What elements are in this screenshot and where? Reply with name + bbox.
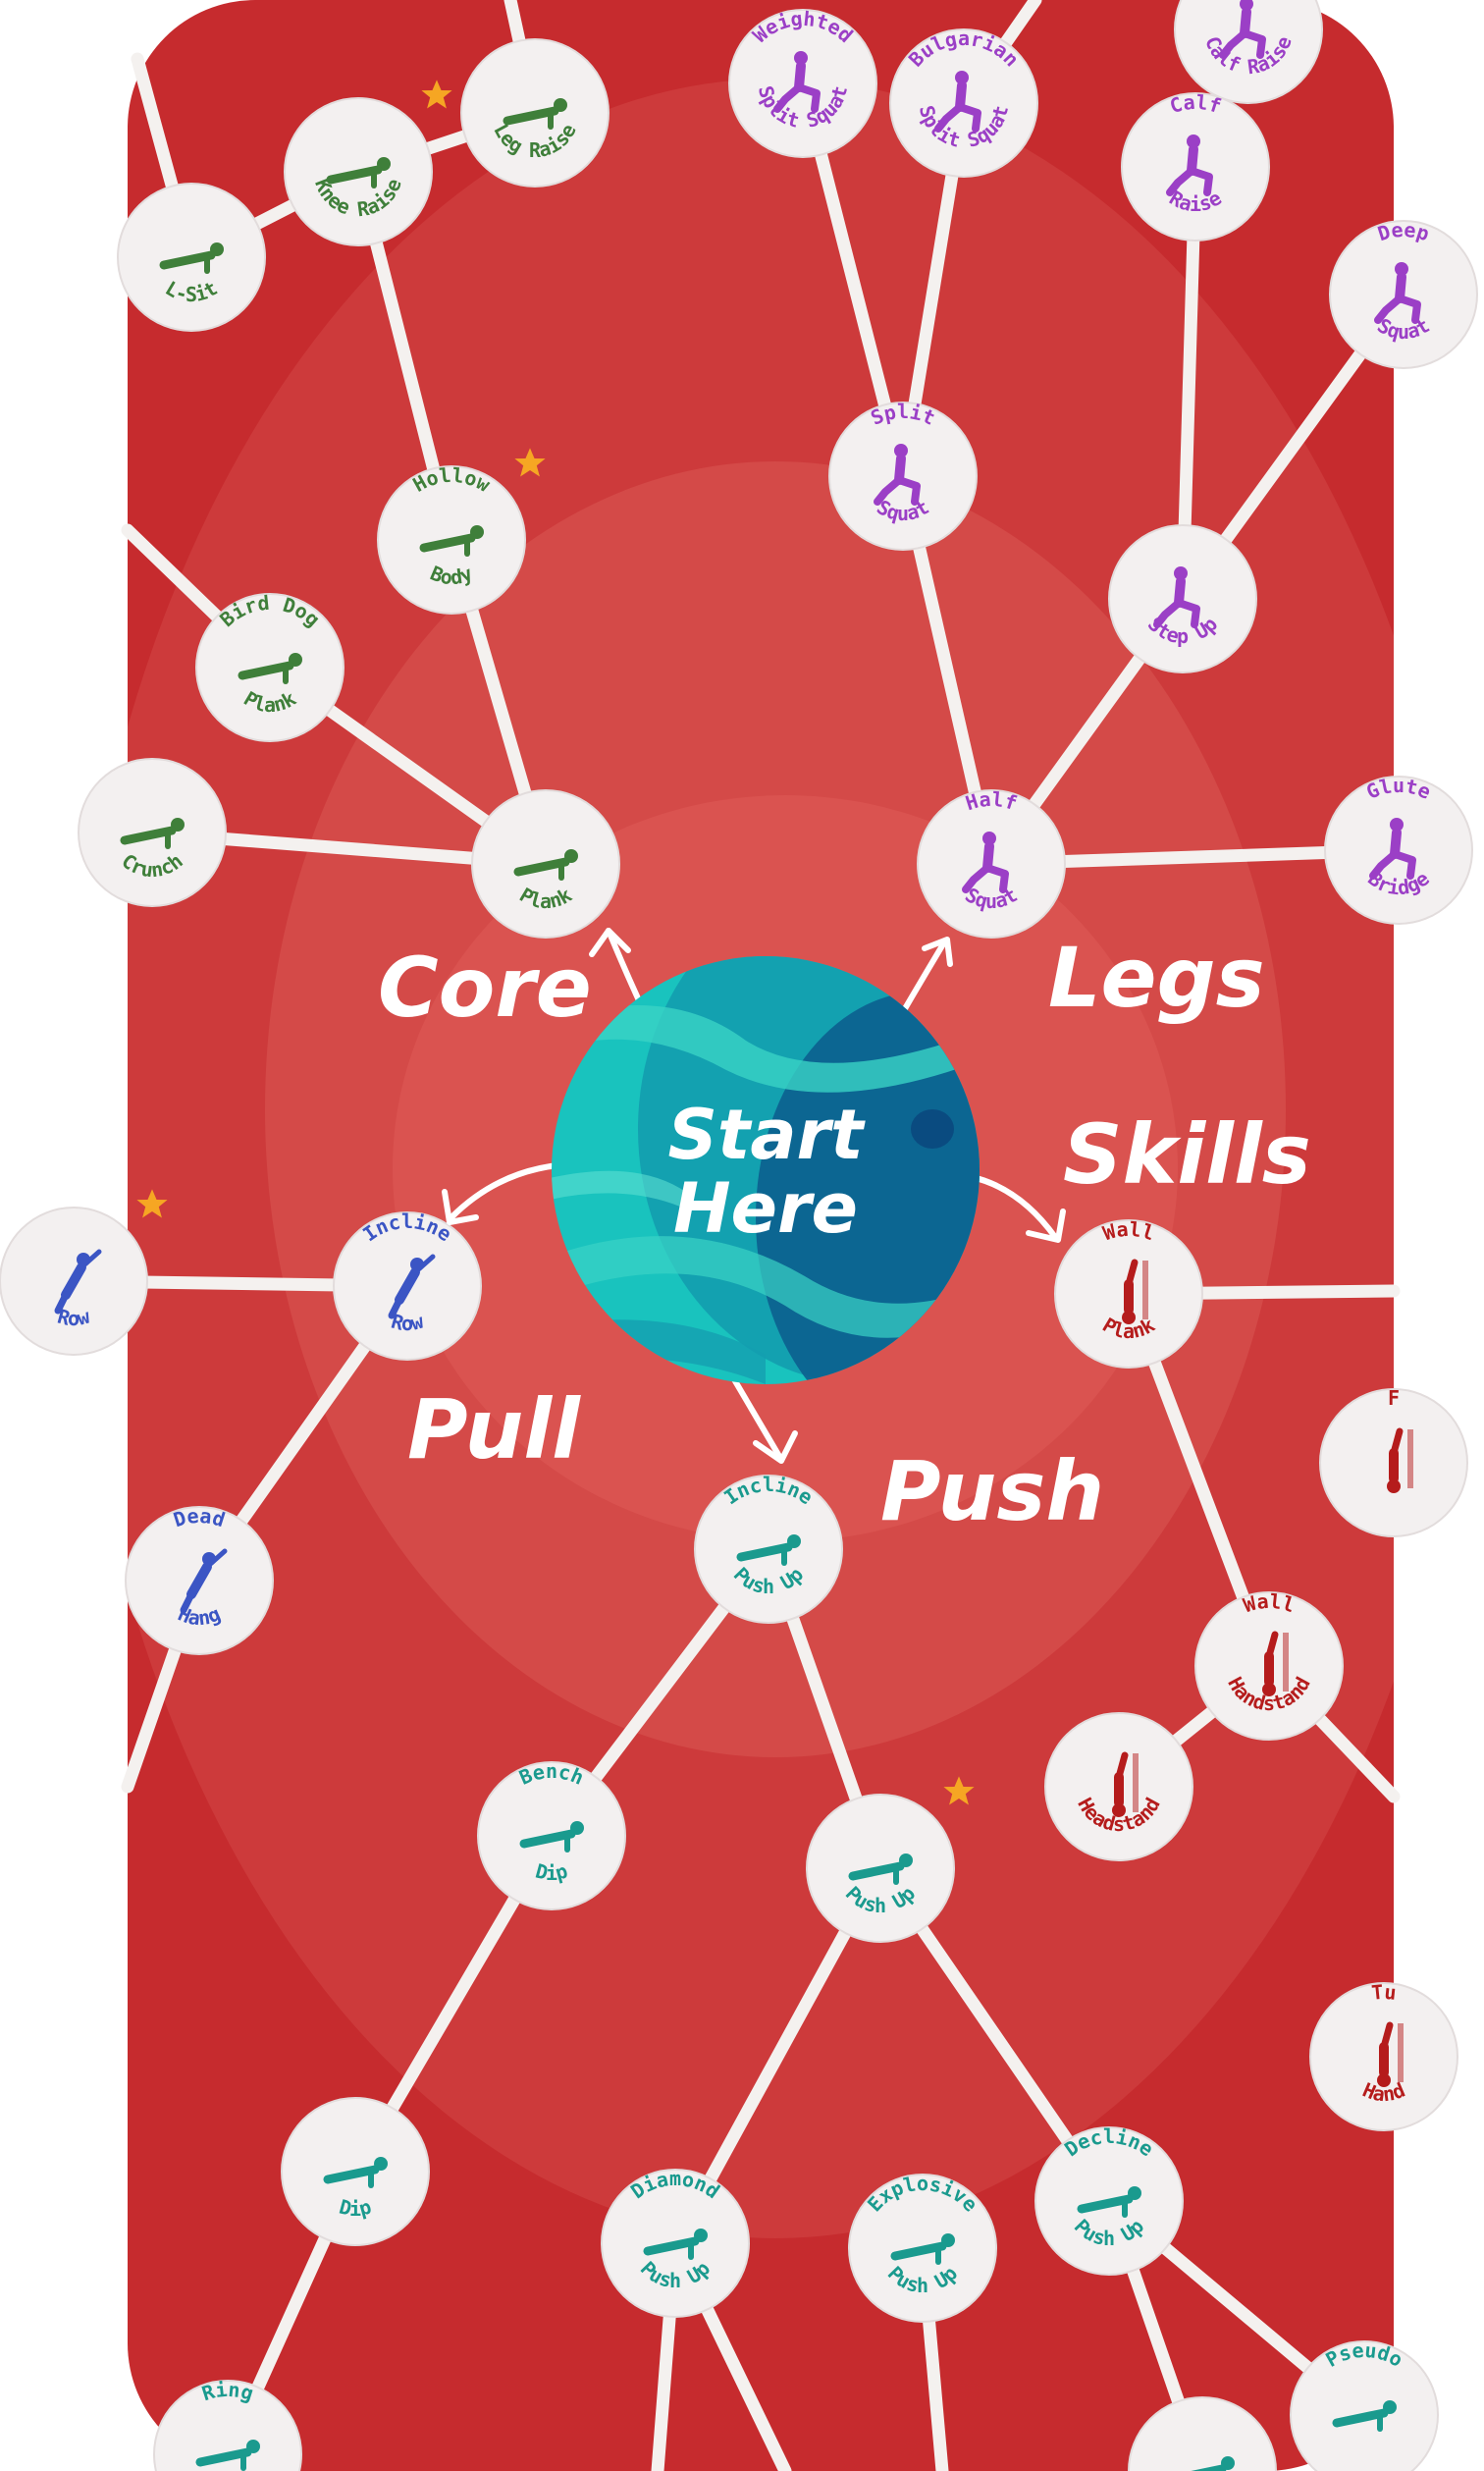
crunch-icon (120, 818, 185, 849)
wall-plank-icon (1122, 1259, 1148, 1324)
node-label-bottom: Dip (337, 2194, 374, 2221)
node-label-bottom: Dip (533, 1858, 570, 1885)
node-label-bottom-text: Row (389, 1309, 427, 1335)
exercise-node-dip[interactable]: Dip (281, 2097, 430, 2246)
node-label-bottom: Row (55, 1304, 93, 1330)
node-label-bottom-text: Dip (533, 1858, 570, 1885)
dip-icon (323, 2157, 388, 2188)
knee-raise-icon (326, 157, 391, 188)
exercise-node-headstand[interactable]: Headstand (1044, 1712, 1193, 1861)
category-label-pull: Pull (407, 1381, 581, 1477)
bench-dip-icon (519, 1821, 584, 1853)
exercise-node-pseudo[interactable]: Pseudo (1290, 2338, 1439, 2471)
wall-handstand-icon (1262, 1631, 1289, 1696)
incline-push-up-icon (736, 1534, 801, 1566)
exercise-node-ring[interactable]: Ring (153, 2378, 302, 2471)
exercise-node-skills-edge-1[interactable]: F (1319, 1386, 1468, 1537)
start-label-line2: Here (673, 1168, 858, 1249)
exercise-node-plank[interactable]: Plank (471, 789, 620, 939)
tuck-handstand-icon (1377, 2021, 1404, 2087)
exercise-node-l-sit[interactable]: L-Sit (117, 183, 266, 332)
push-up-icon (848, 1853, 913, 1885)
exercise-node-row[interactable]: Row (0, 1189, 168, 1356)
deep-squat-icon (1374, 262, 1421, 324)
node-label-bottom-text: Row (55, 1304, 93, 1330)
node-circle (1128, 2396, 1277, 2471)
node-circle (1174, 0, 1323, 104)
bulgarian-split-squat-icon (934, 71, 981, 133)
plank-icon (513, 849, 578, 881)
bird-dog-plank-icon (238, 653, 302, 684)
exercise-node-push-up[interactable]: Push Up (806, 1776, 975, 1943)
half-squat-icon (962, 832, 1009, 893)
glute-bridge-icon (1369, 818, 1416, 880)
node-label-top-text: F (1388, 1386, 1400, 1410)
diamond-push-up-icon (643, 2229, 708, 2260)
leg-raise-icon (503, 98, 567, 130)
node-circle (153, 2380, 302, 2471)
exercise-node-leg-raise[interactable]: Leg Raise (460, 38, 610, 188)
exercise-node-calf-raise-top[interactable]: WeCalf Raise (1174, 0, 1323, 104)
ring-dip-icon (195, 2440, 260, 2471)
skill-icon (1387, 1427, 1413, 1493)
weighted-calf-raise-icon (1219, 0, 1266, 59)
node-circle (1290, 2340, 1439, 2471)
category-label-core: Core (378, 940, 592, 1036)
weighted-split-squat-icon (773, 51, 821, 113)
l-sit-icon (159, 242, 224, 274)
pseudo-planche-icon (1332, 2400, 1397, 2432)
row-icon (54, 1249, 102, 1315)
category-label-skills: Skills (1063, 1106, 1311, 1203)
category-label-legs: Legs (1048, 930, 1265, 1026)
decline-push-up-icon (1077, 2186, 1141, 2218)
node-label-bottom: Row (389, 1309, 427, 1335)
split-squat-icon (874, 444, 921, 506)
node-label-bottom-text: Dip (337, 2194, 374, 2221)
incline-row-icon (388, 1254, 436, 1319)
headstand-icon (1112, 1751, 1139, 1817)
node-label-top: F (1388, 1386, 1400, 1410)
category-label-push: Push (880, 1443, 1104, 1539)
hollow-body-icon (419, 525, 484, 557)
exercise-node-crunch[interactable]: Crunch (78, 758, 227, 907)
calf-raise-icon (1166, 134, 1213, 196)
step-up-icon (1153, 566, 1200, 628)
dead-hang-icon (180, 1548, 228, 1614)
start-label-line1: Start (667, 1095, 866, 1175)
exercise-node-step-up[interactable]: Step Up (1108, 524, 1257, 673)
explosive-push-up-icon (890, 2233, 955, 2265)
exercise-node-knee-raise[interactable]: Knee Raise (284, 80, 452, 246)
